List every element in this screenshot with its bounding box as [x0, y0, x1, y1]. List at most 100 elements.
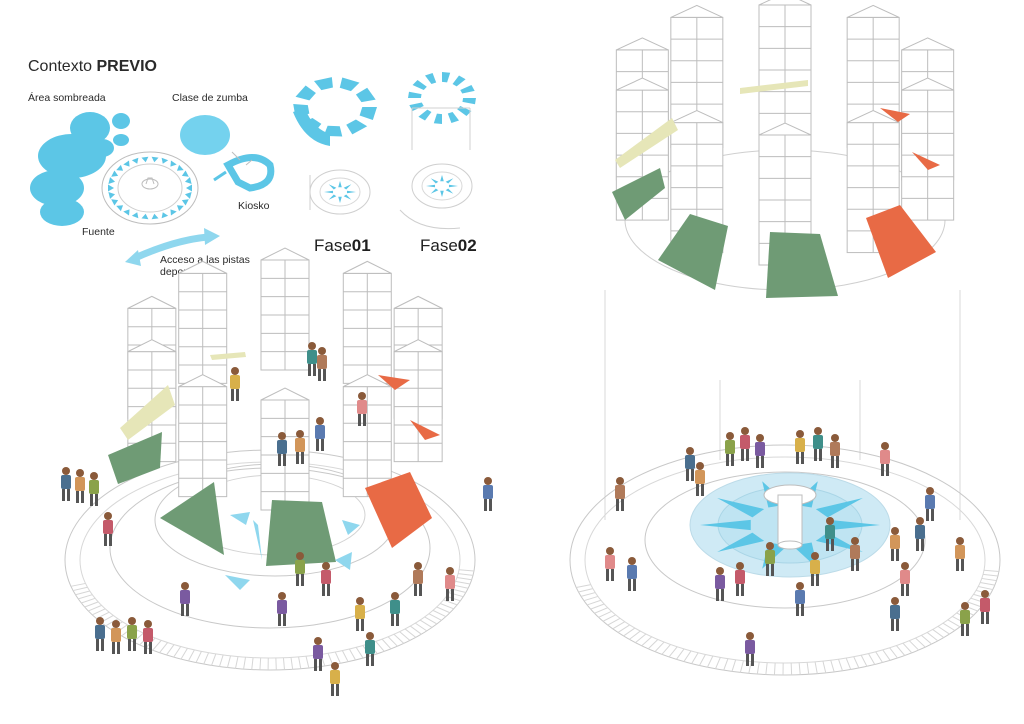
- person-leg: [101, 639, 104, 651]
- person-head: [696, 462, 704, 470]
- person-leg: [986, 612, 989, 624]
- person-leg: [766, 564, 769, 576]
- person-head: [901, 562, 909, 570]
- person-leg: [308, 364, 311, 376]
- bench-slat: [180, 648, 188, 660]
- bench-slat: [723, 658, 729, 671]
- bench-slat: [915, 637, 926, 648]
- person-torso: [765, 550, 775, 564]
- person-leg: [771, 564, 774, 576]
- bench-slat: [676, 648, 685, 660]
- person-head: [484, 477, 492, 485]
- person-leg: [856, 559, 859, 571]
- person-torso: [89, 480, 99, 494]
- star-blade: [338, 181, 342, 188]
- bench-slat: [70, 582, 86, 587]
- bench-slat: [980, 581, 995, 586]
- person-leg: [906, 584, 909, 596]
- person-torso: [725, 440, 735, 454]
- tower-roof: [127, 295, 177, 309]
- phase-01-segment: [346, 119, 368, 135]
- person-torso: [483, 485, 493, 499]
- person-head: [628, 557, 636, 565]
- person-head: [331, 662, 339, 670]
- bench-slat: [305, 656, 310, 669]
- person-leg: [761, 456, 764, 468]
- person-head: [726, 432, 734, 440]
- bench-slat: [218, 654, 224, 667]
- person-torso: [980, 598, 990, 612]
- person-leg: [616, 499, 619, 511]
- tower-roof: [846, 4, 900, 18]
- person-head: [741, 427, 749, 435]
- person-torso: [955, 545, 965, 559]
- person-head: [314, 637, 322, 645]
- person-leg: [611, 569, 614, 581]
- phase-02-num: 02: [457, 236, 477, 255]
- bench-slat: [978, 585, 993, 591]
- person-leg: [296, 574, 299, 586]
- bench-slat: [647, 639, 659, 650]
- person-head: [736, 562, 744, 570]
- ring-triangle: [184, 192, 192, 199]
- label-shaded-area: Área sombreada: [28, 92, 106, 104]
- star-blade: [343, 194, 352, 200]
- person-leg: [322, 584, 325, 596]
- ring-triangle: [108, 177, 116, 184]
- person-leg: [327, 584, 330, 596]
- person-torso: [915, 525, 925, 539]
- bench-slat: [860, 655, 868, 667]
- bench-slat: [88, 604, 102, 612]
- phase-02-icon: [399, 72, 476, 230]
- tower-roof: [393, 295, 443, 309]
- ring-triangle: [176, 164, 184, 171]
- title-prefix: Contexto: [28, 58, 93, 75]
- person-torso: [900, 570, 910, 584]
- star-blade: [445, 188, 454, 194]
- star-blade: [448, 184, 458, 188]
- title-strong: PREVIO: [96, 58, 157, 75]
- shaded-area-clouds: [30, 112, 130, 226]
- phase-02-segment: [452, 75, 466, 87]
- person-head: [831, 434, 839, 442]
- person-leg: [278, 614, 281, 626]
- person-head: [296, 552, 304, 560]
- person-leg: [826, 539, 829, 551]
- person-torso: [317, 355, 327, 369]
- bench-slat: [830, 660, 835, 673]
- person-leg: [117, 642, 120, 654]
- person-torso: [315, 425, 325, 439]
- phase-02-segment: [462, 98, 476, 105]
- tower-roof: [260, 247, 310, 261]
- bench-slat: [982, 573, 998, 577]
- triangle-ring: [108, 156, 192, 220]
- person-head: [796, 430, 804, 438]
- bench-slat: [765, 662, 768, 675]
- person-leg: [966, 624, 969, 636]
- bench-slat: [902, 642, 913, 654]
- person-torso: [445, 575, 455, 589]
- star-blade: [700, 519, 751, 531]
- bench-slat: [882, 649, 891, 661]
- bench-slat: [459, 569, 475, 572]
- person-head: [891, 597, 899, 605]
- phase-01-label: Fase01: [314, 236, 371, 256]
- bench-slat: [641, 636, 653, 647]
- person-torso: [330, 670, 340, 684]
- person-torso: [795, 438, 805, 452]
- tower-roof: [901, 37, 954, 51]
- bench-slat: [152, 640, 162, 651]
- phase-02-segment: [433, 113, 442, 124]
- person-torso: [850, 545, 860, 559]
- ring-triangle: [161, 212, 169, 219]
- bench-slat: [590, 603, 605, 610]
- person-leg: [321, 439, 324, 451]
- bench-slat: [410, 625, 422, 635]
- star-blade: [343, 184, 352, 190]
- bench-slat: [756, 662, 760, 675]
- person-head: [181, 582, 189, 590]
- bench-slat: [607, 617, 621, 626]
- person-leg: [62, 489, 65, 501]
- person-leg: [901, 584, 904, 596]
- person-torso: [813, 435, 823, 449]
